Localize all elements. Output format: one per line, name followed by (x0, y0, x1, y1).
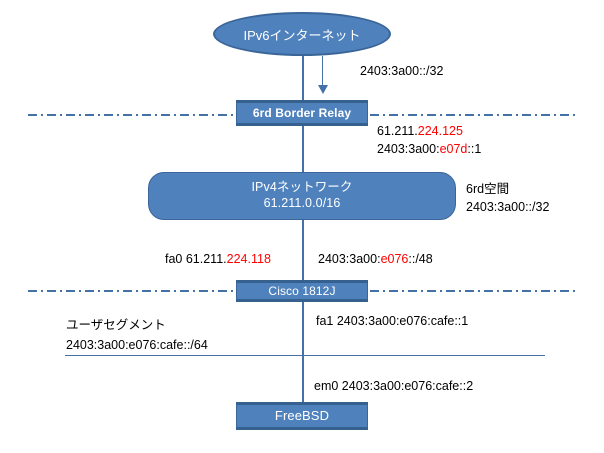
label-user-segment-title: ユーザセグメント (66, 314, 166, 333)
node-cisco-1812j-label: Cisco 1812J (268, 283, 336, 298)
node-ipv6-internet-label: IPv6インターネット (243, 27, 361, 43)
node-ipv4-network-label-line2: 61.211.0.0/16 (263, 196, 341, 210)
connector-internet-to-relay (302, 46, 304, 104)
label-router-ipv6-prefix: 2403:3a00:e076::/48 (318, 252, 433, 266)
label-router-v6-prefix: 2403:3a00: (318, 252, 381, 266)
label-relay-ipv4-suffix: 224.125 (417, 124, 463, 138)
label-router-v6-suffix: ::/48 (408, 252, 433, 266)
node-freebsd-label: FreeBSD (274, 407, 330, 423)
node-6rd-border-relay[interactable]: 6rd Border Relay (236, 100, 368, 126)
label-relay-ipv4-prefix: 61.211. (377, 124, 418, 138)
label-user-segment-prefix-text: 2403:3a00:e076:cafe::/64 (66, 338, 208, 352)
label-user-segment-prefix: 2403:3a00:e076:cafe::/64 (66, 338, 208, 352)
node-ipv4-network[interactable]: IPv4ネットワーク 61.211.0.0/16 (148, 172, 456, 220)
node-freebsd[interactable]: FreeBSD (236, 402, 368, 430)
label-em0-interface: em0 2403:3a00:e076:cafe::2 (314, 379, 473, 393)
label-user-segment-title-text: ユーザセグメント (66, 318, 166, 332)
node-ipv4-network-label-line1: IPv4ネットワーク (251, 180, 353, 195)
label-6rd-space: 6rd空間 2403:3a00::/32 (466, 180, 549, 216)
label-fa1-interface: fa1 2403:3a00:e076:cafe::1 (316, 314, 468, 328)
label-router-v6-highlight: e076 (380, 252, 409, 266)
label-relay-ipv6: 2403:3a00:e07d::1 (377, 140, 481, 158)
node-ipv6-internet[interactable]: IPv6インターネット (213, 12, 391, 56)
label-fa0-name: fa0 61.211. (165, 252, 227, 266)
label-6rd-space-prefix: 2403:3a00::/32 (466, 200, 550, 215)
traffic-arrow-head-icon (318, 85, 328, 94)
user-segment-line (65, 355, 545, 356)
label-delegated-prefix: 2403:3a00::/32 (360, 64, 443, 78)
label-fa0-highlight: 224.118 (226, 252, 271, 266)
connector-relay-to-ipv4 (302, 126, 304, 172)
connector-router-to-host (302, 302, 304, 402)
connector-ipv4-to-router (302, 220, 304, 280)
label-delegated-prefix-text: 2403:3a00::/32 (360, 64, 444, 78)
label-6rd-space-title: 6rd空間 (466, 182, 510, 196)
label-fa1-text: fa1 2403:3a00:e076:cafe::1 (316, 314, 469, 328)
traffic-arrow-shaft (322, 56, 323, 86)
node-6rd-border-relay-label: 6rd Border Relay (252, 105, 352, 120)
label-relay-ipv6-suffix: ::1 (467, 142, 482, 157)
label-fa0-interface: fa0 61.211.224.118 (165, 252, 271, 266)
label-relay-addresses: 61.211.224.125 2403:3a00:e07d::1 (377, 122, 481, 158)
label-relay-ipv6-mid: e07d (439, 142, 468, 157)
label-relay-ipv6-prefix: 2403:3a00: (377, 142, 440, 157)
node-cisco-1812j[interactable]: Cisco 1812J (236, 280, 368, 302)
label-em0-text: em0 2403:3a00:e076:cafe::2 (314, 379, 474, 393)
label-relay-ipv4: 61.211.224.125 (377, 122, 481, 140)
